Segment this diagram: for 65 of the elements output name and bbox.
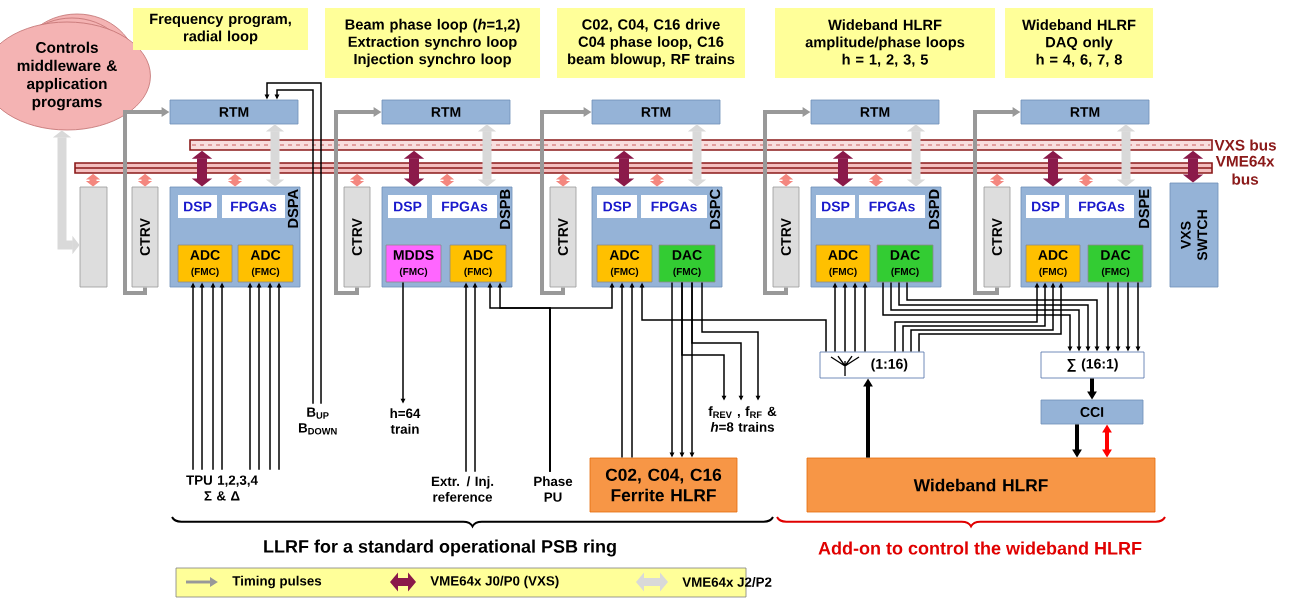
chip-box: FPGAs <box>859 195 925 218</box>
card-box: ADC (FMC) <box>177 244 233 283</box>
chip-box: FPGAs <box>641 195 707 218</box>
signal-label: B$_{UP}$ B$_{DOWN}$ <box>299 407 337 435</box>
module-box: CTRV <box>131 186 159 288</box>
card-box: ADC (FMC) <box>1025 244 1081 283</box>
card-box: MDDS (FMC) <box>385 244 442 283</box>
combiner-box: ∑ (16:1) <box>1040 351 1145 379</box>
group-label: LLRF for a standard operational PSB ring <box>264 539 616 557</box>
amplifier-box: C02, C04, C16 Ferrite HLRF <box>589 457 738 513</box>
module-box: RTM <box>169 99 299 125</box>
card-box: ADC (FMC) <box>237 244 294 283</box>
chip-box: FPGAs <box>432 195 497 218</box>
arrow <box>274 89 314 405</box>
card-box: ADC (FMC) <box>815 244 871 283</box>
note-box: Frequency program, radial loop <box>133 8 308 50</box>
module-box: RTM <box>591 99 721 125</box>
chip-box: DSP <box>388 195 427 218</box>
double-arrow <box>477 124 497 187</box>
module-box: RTM <box>381 99 511 125</box>
module-box: CCI <box>1040 399 1144 425</box>
legend-text: VME64x J2/P2 <box>682 577 772 587</box>
double-arrow <box>265 124 285 187</box>
chip-box: DSP <box>1026 195 1065 218</box>
splitter-box: (1:16) <box>819 351 925 379</box>
signal-label: f$_{REV}$ , f$_{RF}$ & h=8 trains <box>708 406 777 432</box>
group-label: Add-on to control the wideband HLRF <box>818 541 1142 555</box>
legend-text: Timing pulses <box>232 575 322 589</box>
node-label: VME64x bus <box>1215 155 1275 185</box>
amplifier-box: Wideband HLRF <box>806 457 1156 513</box>
note-box: C02, C04, C16 drive C04 phase loop, C16 beam blowup, RF trains <box>557 8 745 78</box>
note-box: Wideband HLRF amplitude/phase loops h = 1, 2, 3, 5 <box>775 8 995 78</box>
double-arrow <box>1116 124 1136 187</box>
note-box: Wideband HLRF DAQ only h = 4, 6, 7, 8 <box>1005 8 1153 78</box>
double-arrow <box>687 124 707 187</box>
module-box: CTRV <box>343 186 371 288</box>
legend-text: VME64x J0/P0 (VXS) <box>430 575 559 589</box>
module-box: VXS SWTCH <box>1169 182 1219 288</box>
chip-box: FPGAs <box>222 195 285 218</box>
card-box: ADC (FMC) <box>449 244 507 283</box>
note-box: Beam phase loop (h=1,2) Extraction synchro loop Injection synchro loop <box>325 8 540 78</box>
chip-box: DSP <box>816 195 855 218</box>
signal-label: Extr. / Inj. reference <box>431 476 494 502</box>
card-box: DAC (FMC) <box>1087 244 1144 283</box>
module-box: CTRV <box>983 186 1011 288</box>
chip-box: DSP <box>178 195 217 218</box>
ellipse-stack: Controls middleware & application programs <box>0 13 151 131</box>
module-box: CTRV <box>772 186 800 288</box>
card-box: DAC (FMC) <box>658 244 716 283</box>
module-box <box>79 186 108 288</box>
card-box: DAC (FMC) <box>876 244 934 283</box>
card-box: ADC (FMC) <box>596 244 653 283</box>
bus-band: VME64x bus <box>74 155 1275 185</box>
module-box: CTRV <box>549 186 577 288</box>
signal-label: h=64 train <box>390 408 421 434</box>
chip-box: FPGAs <box>1069 195 1134 218</box>
signal-label: TPU 1,2,3,4 Σ & Δ <box>186 475 258 501</box>
double-arrow <box>906 124 926 187</box>
module-box: RTM <box>1020 99 1150 125</box>
signal-label: Phase PU <box>534 476 573 502</box>
node-label: VXS bus <box>1214 139 1276 151</box>
chip-box: DSP <box>597 195 637 218</box>
arrow <box>264 82 322 405</box>
bus-band: VXS bus <box>189 139 1276 151</box>
module-box: RTM <box>810 99 940 125</box>
